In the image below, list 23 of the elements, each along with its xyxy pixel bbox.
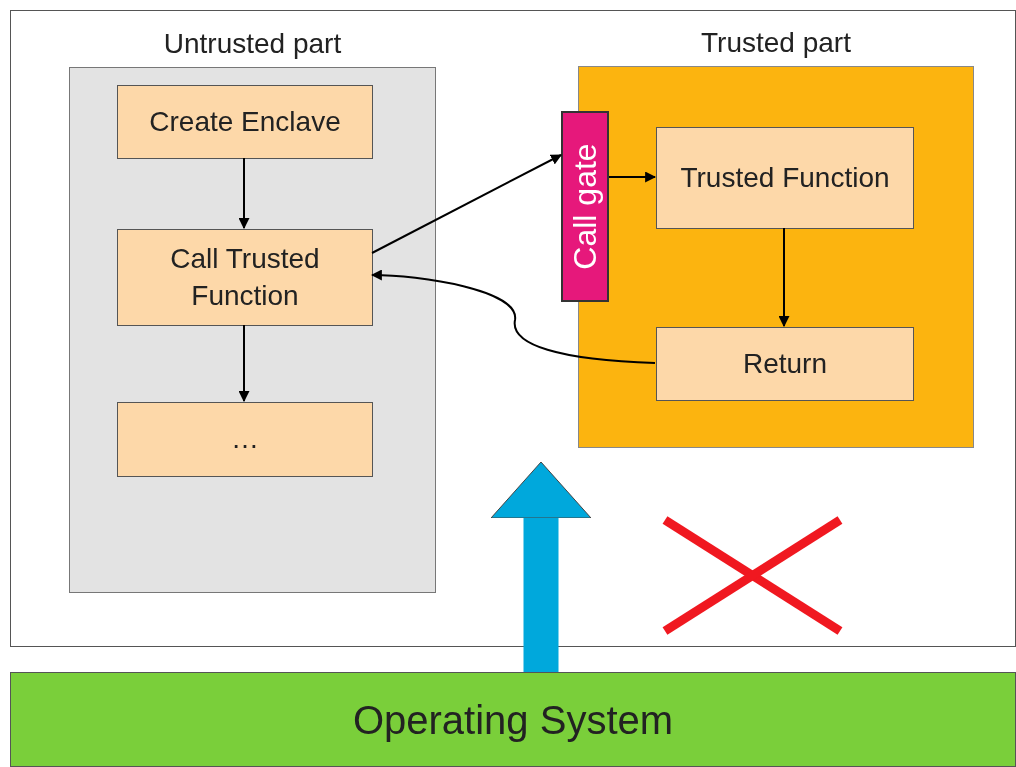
arrow [371, 154, 562, 254]
box-label: … [230, 422, 260, 457]
band-label: Operating System [351, 696, 675, 744]
panel-heading: Trusted part [700, 27, 852, 59]
box-label: Create Enclave [148, 104, 342, 139]
os-band [10, 672, 1016, 767]
call-gate-bar [561, 111, 609, 302]
process-box [117, 402, 373, 477]
process-box [656, 327, 914, 401]
block-arrow [490, 461, 592, 672]
process-box [656, 127, 914, 229]
box-label: Return [741, 346, 828, 381]
panel-heading: Untrusted part [162, 28, 343, 60]
process-box [117, 85, 373, 159]
arrow [778, 227, 790, 328]
arrow [370, 269, 656, 364]
arrow [238, 157, 250, 230]
gate-label: Call gate [566, 143, 604, 270]
box-label: Trusted Function [679, 160, 891, 195]
arrow [608, 171, 657, 183]
box-label: Call Trusted Function [169, 242, 321, 313]
process-box [117, 229, 373, 326]
arrow [238, 324, 250, 403]
